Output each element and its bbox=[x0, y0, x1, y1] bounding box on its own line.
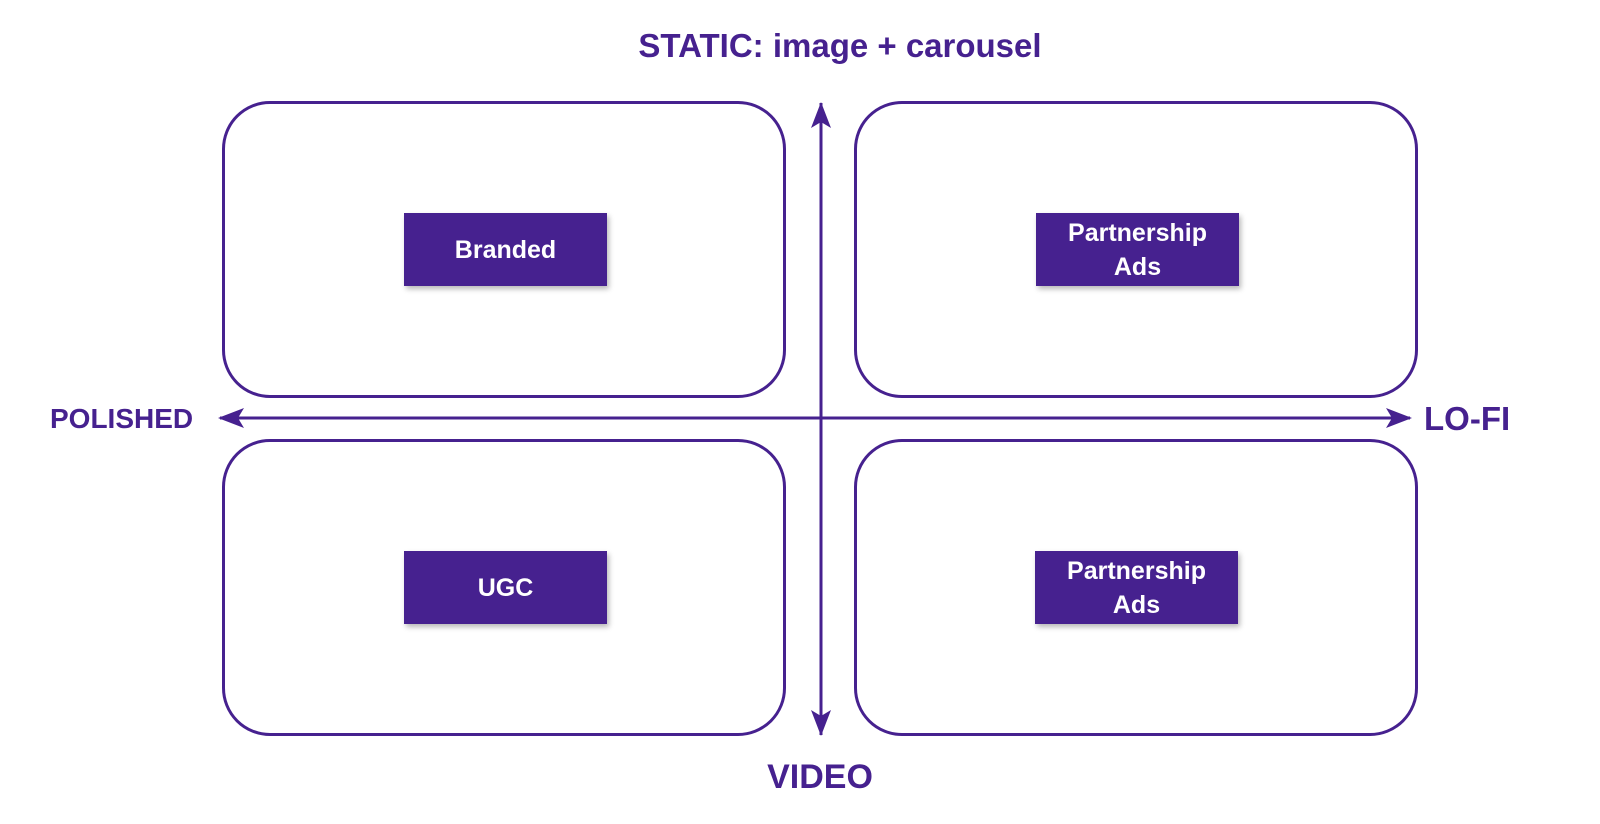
axis-label-right: LO-FI bbox=[1424, 400, 1511, 437]
tag-partnership-ads-video: Partnership Ads bbox=[1035, 551, 1238, 624]
horizontal-axis-arrow-right bbox=[1386, 408, 1412, 428]
axis-label-bottom: VIDEO bbox=[767, 758, 873, 796]
tag-partnership-ads-static: Partnership Ads bbox=[1036, 213, 1239, 286]
tag-partnership-ads-video-line2: Ads bbox=[1112, 590, 1161, 619]
horizontal-axis-arrow-left bbox=[218, 408, 244, 428]
tag-partnership-ads-static-line2: Ads bbox=[1113, 252, 1162, 281]
tag-branded-label: Branded bbox=[454, 235, 557, 264]
axis-label-left: POLISHED bbox=[50, 403, 194, 434]
tag-ugc: UGC bbox=[404, 551, 607, 624]
vertical-axis-arrow-down bbox=[811, 710, 831, 736]
tag-partnership-ads-video-line1: Partnership bbox=[1067, 556, 1206, 585]
tag-partnership-ads-static-line1: Partnership bbox=[1068, 218, 1207, 247]
tag-branded: Branded bbox=[404, 213, 607, 286]
vertical-axis-arrow-up bbox=[811, 102, 831, 128]
tag-ugc-label: UGC bbox=[477, 573, 534, 602]
axis-label-top: STATIC: image + carousel bbox=[638, 27, 1042, 64]
